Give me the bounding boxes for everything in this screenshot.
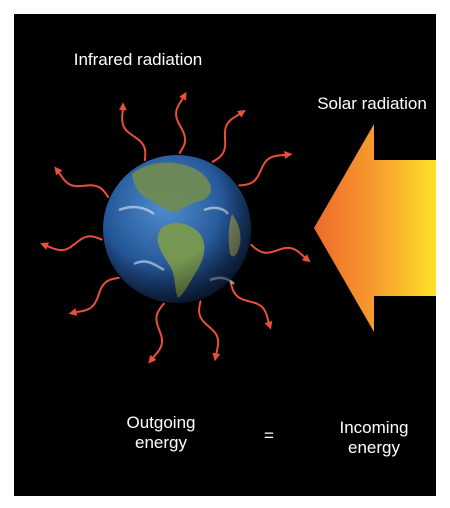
infrared-arrow [175, 91, 187, 154]
outgoing-line1: Outgoing [126, 413, 196, 432]
infrared-arrow [238, 151, 293, 187]
infrared-arrows [40, 91, 311, 364]
equals-sign: = [264, 426, 274, 445]
diagram-art [40, 91, 436, 364]
solar-radiation-arrow [314, 124, 436, 332]
solar-radiation-label: Solar radiation [317, 94, 427, 113]
infrared-arrow [54, 166, 110, 198]
incoming-line1: Incoming [339, 418, 409, 437]
infrared-arrow [118, 102, 147, 162]
infrared-arrow [148, 302, 165, 364]
incoming-line2: energy [348, 438, 400, 457]
diagram-panel: Infrared radiation Solar radiation Outgo… [14, 14, 436, 496]
outgoing-energy-label: Outgoing energy [96, 413, 226, 453]
infrared-arrow [198, 300, 221, 362]
infrared-arrow [250, 243, 311, 263]
earth-globe [103, 155, 251, 303]
infrared-arrow [211, 109, 246, 163]
incoming-energy-label: Incoming energy [319, 418, 429, 458]
outgoing-line2: energy [135, 433, 187, 452]
infrared-arrow [68, 276, 120, 316]
infrared-radiation-label: Infrared radiation [73, 50, 203, 69]
infrared-arrow [229, 281, 273, 330]
infrared-arrow [40, 235, 103, 252]
